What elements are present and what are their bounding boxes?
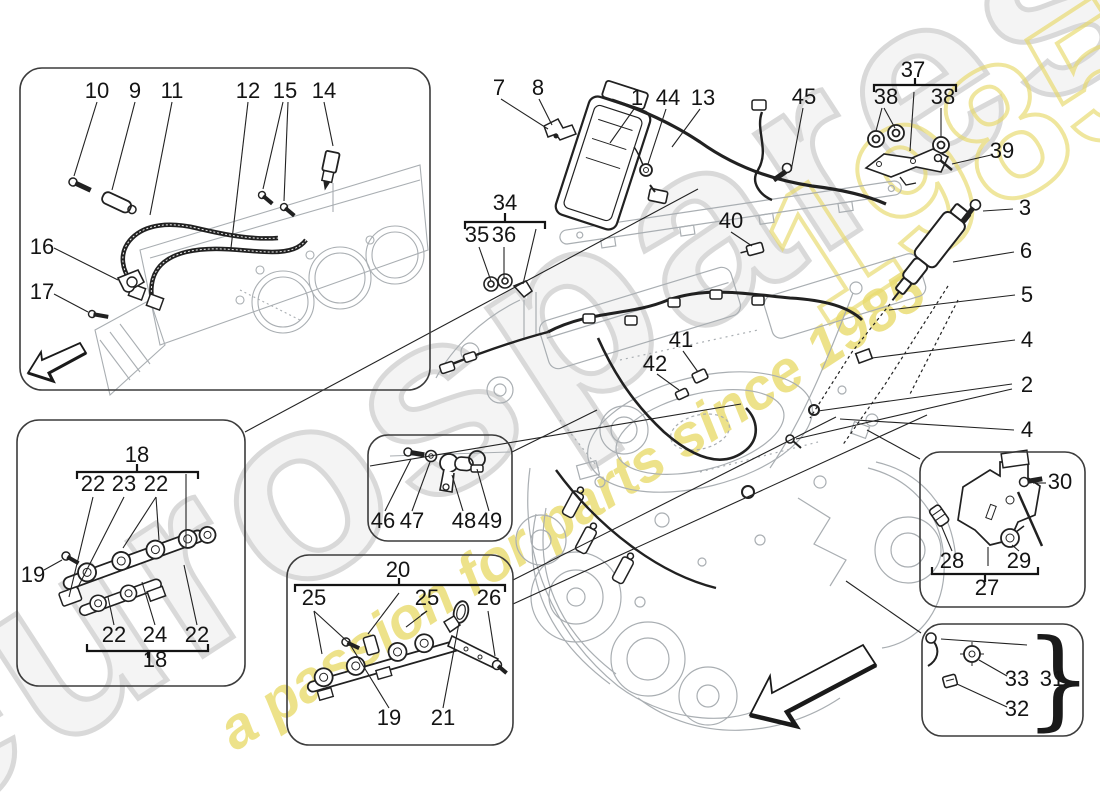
dashed-guides: [809, 285, 959, 447]
ecu-bracket: [543, 118, 578, 141]
bracket-37: [872, 78, 958, 92]
strap-clip: [925, 632, 939, 667]
bolt-17: [87, 309, 109, 319]
sensor-4: [854, 347, 874, 365]
bracket-18-bottom: [85, 644, 210, 658]
bracket-18-top: [75, 464, 200, 479]
bolt-26: [491, 659, 508, 675]
inset-borders: [16, 67, 1086, 746]
main-parts: [438, 79, 982, 590]
sensor-14: [320, 150, 341, 191]
bolt-30: [1018, 476, 1043, 488]
inset-box-b-border: [16, 419, 246, 687]
sensor-2a: [808, 404, 820, 416]
inset-box-e-border: [919, 451, 1086, 608]
inset-box-block: [68, 150, 429, 397]
mount-plate-27: [957, 461, 1041, 546]
dipstick: [769, 292, 854, 469]
bracket-16: [116, 268, 146, 293]
bracket-27: [930, 567, 1040, 582]
ring-terminal: [639, 163, 653, 177]
lower-cable: [555, 469, 717, 590]
exhaust-manifold: [797, 497, 847, 587]
bolt-10: [68, 177, 92, 193]
bolt-19: [61, 551, 80, 565]
cam-cover-left: [538, 266, 742, 370]
block-parts: [68, 150, 341, 319]
sensor-9: [101, 191, 137, 215]
inset-box-bracket27: [928, 449, 1044, 548]
drive-belt: [531, 513, 611, 685]
inset-box-d-border: [286, 554, 514, 746]
inset-box-a-border: [19, 67, 431, 391]
crank-pulley: [530, 551, 622, 643]
oil-pan: [637, 697, 841, 731]
direction-arrows: [26, 341, 878, 730]
ignition-coil: [891, 203, 972, 301]
pipe-11: [120, 222, 279, 292]
inset-box-f-border: [921, 623, 1084, 737]
bolt-19b: [341, 637, 360, 650]
fuel-rail-bar: [559, 180, 902, 249]
turbocharger: [874, 516, 942, 584]
clamp-49: [468, 450, 486, 473]
screw-39: [933, 153, 953, 171]
block-line-art: [94, 164, 429, 397]
bracket-20: [293, 578, 507, 592]
bolt-46: [403, 447, 425, 458]
inset-box-camsensor: [389, 447, 511, 493]
injector-connectors: [582, 289, 765, 326]
pipe-12: [149, 238, 308, 301]
clamp-29: [1000, 525, 1025, 548]
hanging-connector: [647, 184, 669, 205]
harness-clamps-38: [867, 124, 950, 154]
bolt-15a: [257, 190, 274, 206]
clip-32: [941, 673, 959, 689]
support-bracket-37: [864, 148, 950, 186]
inset-box-fasteners31: [925, 632, 984, 689]
leader-lines: [43, 91, 1046, 709]
grommet-33: [960, 642, 984, 666]
clip-4b: [741, 485, 755, 499]
inset-box-rail20: [306, 600, 508, 702]
ecu-module: [554, 79, 652, 231]
bolt-3: [960, 199, 982, 223]
inset-box-rail18: [58, 525, 217, 617]
connector-42: [674, 387, 690, 401]
sensor-28: [928, 504, 950, 527]
harness-loop: [596, 337, 758, 461]
bolt-15b: [279, 202, 296, 218]
pigtail-wire: [753, 111, 773, 202]
bracket-34: [463, 213, 547, 229]
inset-box-c-border: [367, 434, 513, 542]
